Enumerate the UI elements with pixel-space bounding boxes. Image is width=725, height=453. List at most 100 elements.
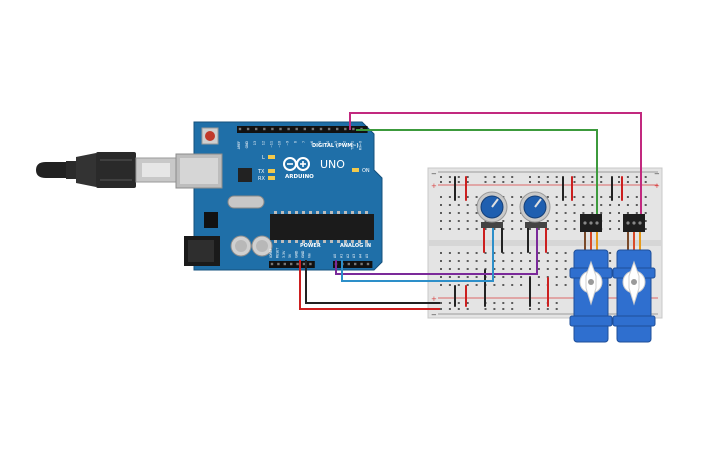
pin-label: 5V: [288, 253, 292, 258]
pin-socket: [303, 127, 306, 131]
led-rx-indicator: [268, 176, 275, 180]
pin-socket: [354, 262, 357, 266]
pin-socket: [319, 127, 323, 131]
wire-purple: [335, 252, 538, 275]
analog-header-label: ANALOG IN: [340, 243, 371, 249]
pin-label: ~3: [334, 141, 338, 146]
voltage-regulator: [204, 212, 218, 228]
pin-label: ~10: [278, 141, 282, 148]
arduino-logo-icon: [283, 157, 310, 171]
pin-socket: [271, 127, 274, 131]
pin-label: ~11: [269, 141, 273, 148]
rail-minus-label: −: [431, 311, 437, 319]
chip-legs: [274, 211, 368, 243]
breadboard-jumpers: [454, 176, 623, 307]
servo-header-2: [623, 214, 645, 232]
pin-label: A4: [359, 254, 363, 258]
pin-label: 8: [294, 141, 298, 143]
pin-label: A3: [352, 254, 356, 258]
led-l-indicator: [268, 155, 275, 159]
rail-plus-label: +: [654, 182, 660, 190]
pin-socket: [366, 262, 370, 266]
pin-label: 3.3V: [282, 250, 286, 258]
pin-label: GND: [245, 140, 249, 148]
digital-header-label: DIGITAL (PWM~): [312, 143, 359, 149]
pin-socket: [344, 127, 347, 131]
pin-label: TX→1: [350, 141, 354, 151]
pin-socket: [302, 262, 306, 266]
pin-socket: [336, 127, 339, 131]
pin-label: ~6: [310, 141, 314, 146]
pin-label: RESET: [275, 248, 279, 258]
wire-blue: [341, 252, 494, 282]
pin-label: AREF: [237, 141, 241, 149]
pin-socket: [255, 127, 258, 131]
pin-label: 12: [261, 141, 265, 145]
pin-label: GND: [301, 250, 305, 258]
pin-label: ~9: [286, 141, 290, 146]
pin-label: RX←0: [359, 141, 363, 150]
pin-label: 13: [253, 141, 257, 145]
rail-plus-label: +: [431, 182, 437, 190]
digital-pin-header: [237, 126, 368, 133]
servo-motor-2: [612, 249, 656, 343]
rail-minus-label: −: [654, 170, 660, 178]
pin-socket: [295, 127, 298, 131]
pin-socket: [311, 127, 315, 131]
reset-button: [201, 127, 219, 145]
servo-header-1: [580, 214, 602, 232]
pin-label: A5: [365, 254, 369, 258]
pin-socket: [290, 262, 293, 266]
pin-label: GND: [295, 250, 299, 258]
rail-minus-label: −: [431, 170, 437, 178]
potentiometer-1: [476, 191, 508, 228]
pin-label: A0: [333, 254, 337, 258]
signal-wires: [299, 112, 642, 310]
pin-label: 2: [342, 141, 346, 143]
pin-socket: [283, 262, 286, 266]
pin-socket: [277, 262, 280, 266]
arduino-logo-text: ARDUINO: [285, 174, 314, 180]
pin-label: IOREF: [269, 248, 273, 258]
pin-socket: [246, 127, 250, 131]
led-on-indicator: [352, 168, 359, 172]
crystal-oscillator: [227, 195, 265, 209]
label-tx: TX: [257, 169, 265, 175]
servo-motor-1: [569, 249, 613, 343]
pin-label: 7: [302, 141, 306, 143]
power-header-label: POWER: [300, 243, 321, 249]
pin-socket: [287, 127, 290, 131]
pin-label: ~5: [318, 141, 322, 146]
rail-plus-label: +: [431, 295, 437, 303]
wire-magenta: [349, 112, 642, 214]
pin-socket: [238, 127, 242, 131]
pin-socket: [352, 127, 355, 131]
pin-label: 4: [326, 141, 330, 143]
pin-socket: [263, 127, 266, 131]
pin-socket: [309, 262, 312, 266]
pin-socket: [279, 127, 282, 131]
potentiometer-2: [519, 191, 551, 228]
label-on: ON: [362, 168, 370, 174]
wire-red: [299, 260, 440, 310]
label-l: L: [262, 155, 265, 161]
arduino-uno-board: L TX RX ON ARDUINO UNO DIGITAL (PWM~) PO…: [175, 121, 383, 271]
wire-green: [356, 129, 598, 214]
pin-socket: [360, 262, 363, 266]
pin-socket: [347, 262, 350, 266]
atmega-chip: [270, 214, 374, 240]
pin-socket: [296, 262, 299, 266]
label-rx: RX: [258, 176, 265, 182]
pin-socket: [327, 127, 331, 131]
analog-pin-header: [333, 261, 373, 268]
wire-black: [305, 260, 440, 304]
power-pin-header: [269, 261, 315, 268]
pin-socket: [270, 262, 274, 266]
board-model: UNO: [320, 158, 345, 171]
digital-pin-labels: AREF GND 13 12 ~11 ~10 ~9 8 7 ~6 ~5 4 ~3 2 TX→1 RX←0: [237, 140, 363, 150]
usb-cable: [36, 152, 177, 188]
pin-label: A1: [339, 254, 343, 258]
